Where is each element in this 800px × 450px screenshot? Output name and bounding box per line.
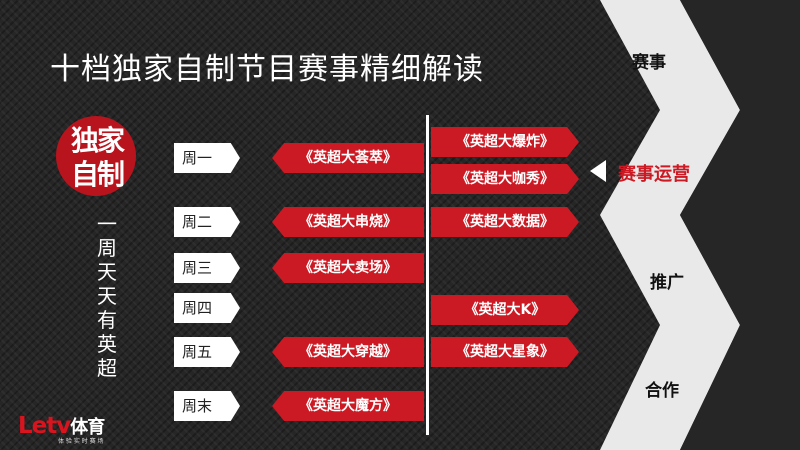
logo-text: 独家 自制	[52, 124, 142, 192]
program-left-4[interactable]: 《英超大穿越》	[272, 337, 424, 367]
page-title: 十档独家自制节目赛事精细解读	[50, 52, 484, 87]
day-weekend: 周末	[174, 391, 240, 421]
program-left-2[interactable]: 《英超大串烧》	[272, 207, 424, 237]
day-mon: 周一	[174, 143, 240, 173]
brand-suffix: 体育	[70, 417, 105, 438]
brand-name: Letv	[18, 413, 71, 439]
chevron-edge-shape	[680, 0, 800, 450]
program-right-1[interactable]: 《英超大爆炸》	[431, 127, 579, 157]
chevron-panel-shape	[600, 0, 740, 450]
active-arrow-icon	[590, 160, 606, 182]
program-left-1[interactable]: 《英超大荟萃》	[272, 143, 424, 173]
logo-line-1: 独家	[70, 124, 125, 157]
day-wed: 周三	[174, 253, 240, 283]
side-nav-partnership[interactable]: 合作	[645, 381, 679, 401]
logo-line-2: 自制	[70, 158, 125, 191]
program-right-2[interactable]: 《英超大咖秀》	[431, 164, 579, 194]
day-thu: 周四	[174, 293, 240, 323]
program-left-5[interactable]: 《英超大魔方》	[272, 391, 424, 421]
brand-tagline: 体 验 实 时 赛 场	[58, 438, 104, 445]
day-fri: 周五	[174, 337, 240, 367]
program-right-3[interactable]: 《英超大数据》	[431, 207, 579, 237]
brand-logo: Letv体育	[18, 413, 105, 439]
side-nav-operations[interactable]: 赛事运营	[618, 164, 690, 185]
logo-badge	[56, 116, 136, 196]
center-divider	[426, 115, 429, 435]
program-right-4[interactable]: 《英超大K》	[431, 295, 579, 325]
side-nav-promotion[interactable]: 推广	[650, 273, 684, 293]
vertical-slogan: 一周天天有英超	[97, 212, 117, 380]
program-left-3[interactable]: 《英超大卖场》	[272, 253, 424, 283]
program-right-5[interactable]: 《英超大星象》	[431, 337, 579, 367]
day-tue: 周二	[174, 207, 240, 237]
side-nav-events[interactable]: 赛事	[632, 53, 666, 73]
